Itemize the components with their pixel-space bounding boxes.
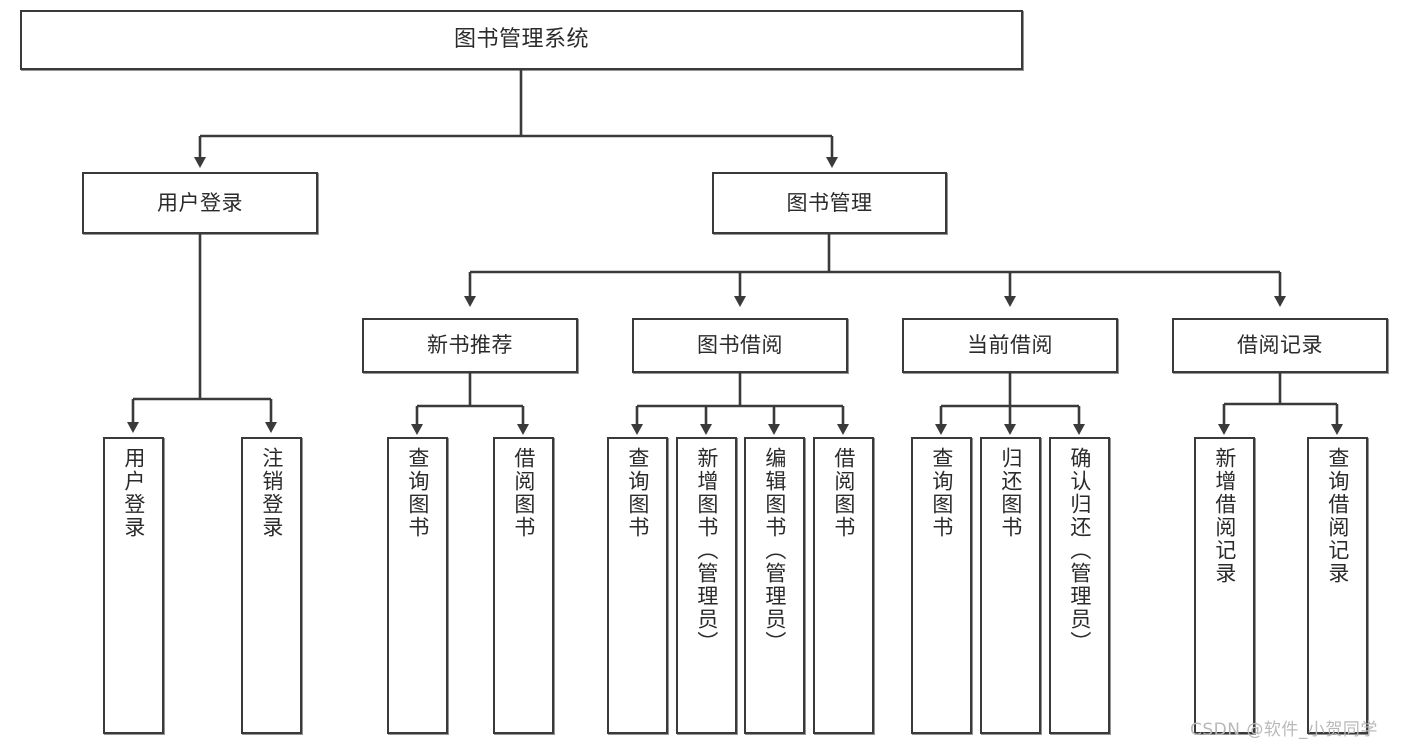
leaf-recommend-query-book[interactable]: 查询图书 xyxy=(387,437,448,734)
leaf-recommend-borrow-book[interactable]: 借阅图书 xyxy=(493,437,554,734)
leaf-user-login-logout[interactable]: 注销登录 xyxy=(241,437,302,734)
node-label: 新增借阅记录 xyxy=(1212,447,1237,585)
leaf-current-return-book[interactable]: 归还图书 xyxy=(980,437,1041,734)
node-label: 当前借阅 xyxy=(967,333,1053,358)
leaf-borrow-query-book[interactable]: 查询图书 xyxy=(607,437,668,734)
node-current-borrow[interactable]: 当前借阅 xyxy=(902,318,1118,373)
node-new-book-recommend[interactable]: 新书推荐 xyxy=(362,318,578,373)
node-label: 新书推荐 xyxy=(427,333,513,358)
node-label: 查询图书 xyxy=(625,447,650,539)
node-label: 确认归还（管理员） xyxy=(1067,447,1092,654)
node-label: 用户登录 xyxy=(157,190,243,215)
node-label: 编辑图书（管理员） xyxy=(762,447,787,654)
leaf-borrow-add-book-admin[interactable]: 新增图书（管理员） xyxy=(676,437,737,734)
node-label: 图书借阅 xyxy=(697,333,783,358)
node-borrow-record[interactable]: 借阅记录 xyxy=(1172,318,1388,373)
node-book-borrow[interactable]: 图书借阅 xyxy=(632,318,848,373)
leaf-current-query-book[interactable]: 查询图书 xyxy=(911,437,972,734)
leaf-record-query-record[interactable]: 查询借阅记录 xyxy=(1307,437,1368,734)
node-book-management[interactable]: 图书管理 xyxy=(712,172,947,234)
node-label: 注销登录 xyxy=(259,447,284,539)
node-label: 新增图书（管理员） xyxy=(694,447,719,654)
leaf-current-confirm-return-admin[interactable]: 确认归还（管理员） xyxy=(1049,437,1110,734)
node-label: 借阅记录 xyxy=(1237,333,1323,358)
leaf-borrow-borrow-book[interactable]: 借阅图书 xyxy=(813,437,874,734)
leaf-record-add-record[interactable]: 新增借阅记录 xyxy=(1194,437,1255,734)
node-root-system[interactable]: 图书管理系统 xyxy=(20,10,1023,70)
leaf-borrow-edit-book-admin[interactable]: 编辑图书（管理员） xyxy=(744,437,805,734)
leaf-user-login-login[interactable]: 用户登录 xyxy=(103,437,164,734)
node-user-login[interactable]: 用户登录 xyxy=(82,172,318,234)
node-label: 查询借阅记录 xyxy=(1325,447,1350,585)
node-label: 图书管理 xyxy=(786,190,873,215)
node-label: 查询图书 xyxy=(405,447,430,539)
csdn-watermark: CSDN @软件_小贺同学 xyxy=(1190,720,1378,740)
node-label: 查询图书 xyxy=(929,447,954,539)
node-label: 借阅图书 xyxy=(831,447,856,539)
node-label: 归还图书 xyxy=(998,447,1023,539)
node-label: 用户登录 xyxy=(121,447,146,539)
node-label: 借阅图书 xyxy=(511,447,536,539)
node-label: 图书管理系统 xyxy=(453,27,589,53)
